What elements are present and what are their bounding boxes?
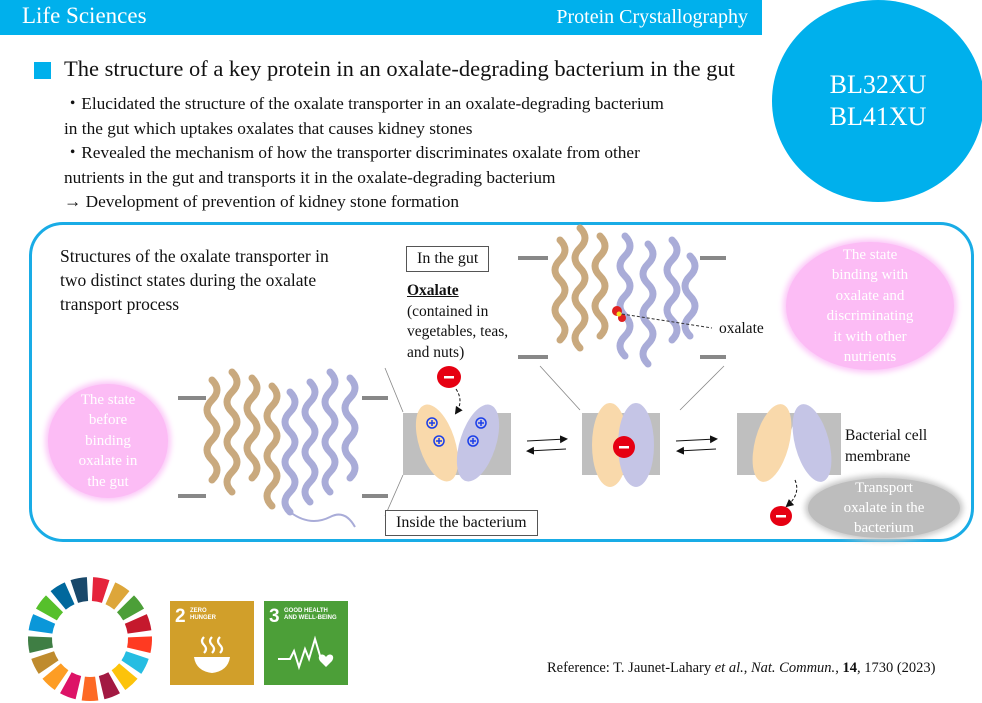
bubble-line: bacterium (854, 520, 914, 536)
schematic-inward-open (737, 404, 841, 526)
sdg-title-line: HUNGER (190, 615, 217, 621)
summary-line: nutrients in the gut and transports it i… (64, 167, 556, 187)
protein-structure-outward (178, 368, 388, 528)
category-label: Life Sciences (22, 3, 147, 28)
oxalate-note-line: vegetables, teas, (407, 323, 509, 340)
transport-bubble: Transport oxalate in the bacterium (808, 478, 960, 538)
bubble-line: oxalate and (835, 287, 905, 304)
sdg-title-line: GOOD HEALTH (284, 608, 328, 614)
bubble-line: nutrients (843, 349, 897, 365)
figure-title-line: transport process (60, 294, 180, 314)
field-label: Protein Crystallography (556, 6, 748, 28)
summary-line: ・Elucidated the structure of the oxalate… (64, 94, 664, 113)
reference-journal: Nat. Commun. (750, 660, 836, 676)
bubble-line: binding with (831, 267, 909, 283)
heartbeat-icon (278, 635, 334, 671)
headline: The structure of a key protein in an oxa… (64, 56, 736, 81)
sdg-wheel-segment (81, 676, 99, 701)
membrane-label-line: Bacterial cell (845, 427, 928, 444)
inside-bacterium-label: Inside the bacterium (385, 510, 538, 536)
equilibrium-arrows (675, 435, 718, 455)
sdg-wheel-segment (121, 651, 149, 674)
oxalate-note-line: (contained in (407, 302, 489, 320)
schematic-occluded (582, 403, 660, 487)
in-the-gut-label: In the gut (406, 246, 490, 272)
sdg-goal-number: 3 (269, 606, 280, 627)
reference: Reference: T. Jaunet-Lahary et al., Nat.… (547, 660, 935, 677)
sdg-title-line: ZERO (190, 608, 207, 614)
bubble-line: oxalate in the (843, 500, 925, 516)
sdg-wheel-segment (31, 651, 59, 674)
sdg-wheel-segment (98, 672, 120, 700)
sdg-wheel-segment (105, 582, 130, 610)
sdg-wheel-segment (28, 636, 53, 653)
protein-structure-occluded (384, 224, 726, 517)
sdg-wheel-segment (91, 577, 110, 603)
sdg-goal-title: ZERO HUNGER (190, 608, 216, 622)
reference-separator: , (743, 660, 751, 676)
oxalate-source-note: Oxalate (contained in vegetables, teas, … (407, 281, 508, 363)
equilibrium-arrows (526, 435, 568, 455)
soup-bowl-icon (194, 636, 230, 673)
bubble-line: binding (85, 432, 131, 449)
sdg-wheel-segment (50, 582, 75, 610)
figure-title-line: Structures of the oxalate transporter in (60, 246, 329, 266)
sdg-wheel-logo (28, 577, 152, 701)
sdg-wheel-segment (35, 595, 64, 621)
sdg-title-line: AND WELL-BEING (284, 615, 337, 621)
sdg-wheel-segment (124, 614, 152, 634)
state-before-bubble: The state before binding oxalate in the … (48, 384, 168, 498)
oxalate-note-line: and nuts) (407, 343, 465, 361)
sdg-wheel-segment (70, 577, 89, 603)
header-bar: Life Sciences Protein Crystallography (0, 0, 762, 35)
oxalate-heading: Oxalate (407, 282, 459, 299)
summary-line: → Development of prevention of kidney st… (64, 192, 459, 211)
summary-line: ・Revealed the mechanism of how the trans… (64, 143, 640, 162)
sdg-wheel-segment (28, 614, 56, 634)
reference-pages-year: , 1730 (2023) (856, 660, 936, 676)
summary-text: ・Elucidated the structure of the oxalate… (64, 92, 764, 215)
figure-title: Structures of the oxalate transporter in… (60, 244, 329, 316)
state-binding-bubble: The state binding with oxalate and discr… (786, 242, 954, 370)
beamline-1: BL32XU (829, 70, 927, 99)
headline-bullet-square (34, 62, 51, 79)
transporter-diagram (178, 224, 841, 528)
sdg-wheel-segment (60, 672, 82, 700)
sdg-wheel-segment (116, 595, 145, 621)
bubble-line: oxalate in (78, 453, 138, 470)
bubble-line: The state (842, 246, 898, 263)
reference-etal: et al. (714, 660, 744, 676)
beamline-2: BL41XU (829, 102, 927, 131)
reference-volume: 14 (842, 660, 857, 676)
membrane-label-line: membrane (845, 448, 911, 465)
bubble-line: before (88, 412, 128, 429)
sdg-wheel-segment (111, 663, 138, 691)
oxalate-pointer-label: oxalate (719, 320, 764, 337)
bubble-line: it with other (833, 328, 907, 345)
bubble-line: Transport (855, 480, 913, 496)
figure-title-line: two distinct states during the oxalate (60, 270, 317, 290)
sdg-goal-3-tile: 3 GOOD HEALTH AND WELL-BEING (264, 601, 348, 685)
membrane-label: Bacterial cell membrane (845, 425, 927, 467)
beamline-badge: BL32XU BL41XU (772, 0, 982, 202)
bubble-line: The state (80, 391, 136, 408)
reference-separator: , (835, 660, 843, 676)
bubble-line: the gut (87, 473, 129, 490)
schematic-outward-open (403, 366, 511, 482)
bubble-line: discriminating (826, 308, 914, 324)
summary-line: in the gut which uptakes oxalates that c… (64, 118, 473, 138)
sdg-wheel-segment (42, 663, 69, 691)
figure-panel (29, 222, 974, 542)
sdg-wheel-segment (127, 636, 152, 653)
sdg-goal-title: GOOD HEALTH AND WELL-BEING (284, 608, 337, 622)
sdg-goal-2-tile: 2 ZERO HUNGER (170, 601, 254, 685)
reference-authors: Reference: T. Jaunet-Lahary (547, 660, 715, 676)
sdg-goal-number: 2 (175, 606, 186, 627)
